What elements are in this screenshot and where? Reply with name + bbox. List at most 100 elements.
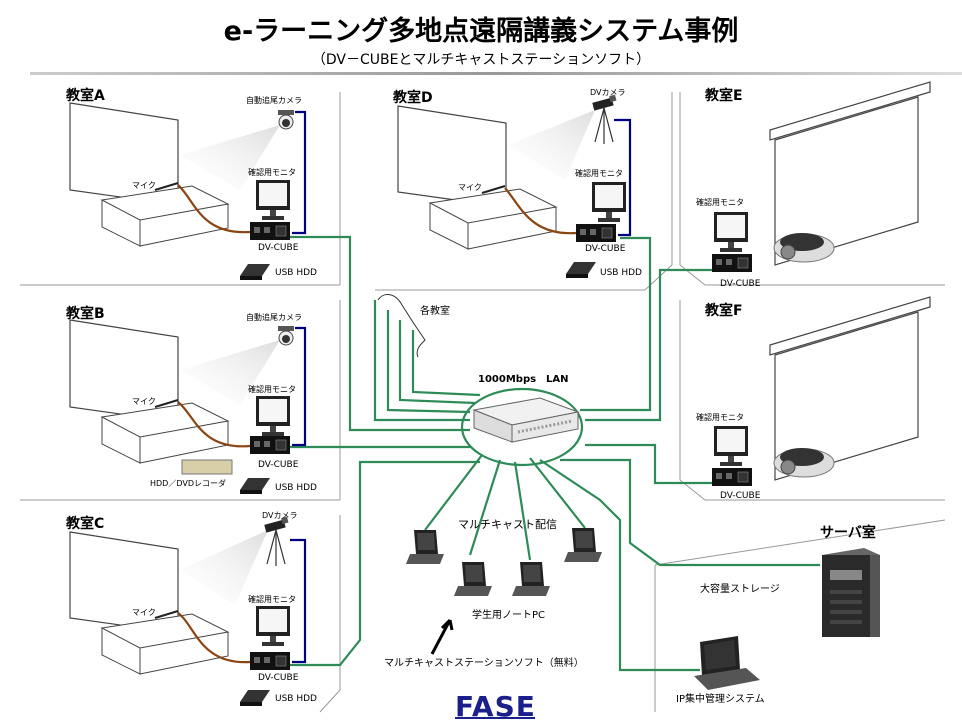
room-d: 教室D DVカメラ 確認用モニタ マイク DV-CUBE USB HDD (393, 88, 642, 278)
room-a-dvcube-icon (249, 221, 291, 241)
mic-icon (154, 399, 179, 408)
room-b-dvcube-icon (249, 435, 291, 455)
mic-icon (154, 610, 179, 619)
room-d-video-cable (614, 118, 632, 237)
server-room: サーバ室 大容量ストレージ IP集中管理システム (676, 524, 880, 705)
room-b-mic-cable (177, 401, 251, 448)
lan-label: 1000Mbps LAN (478, 374, 569, 385)
student-laptops-label: 学生用ノートPC (472, 608, 545, 621)
auto-tracking-camera-icon (277, 325, 295, 346)
room-b-video-cable (292, 326, 307, 447)
room-d-title: 教室D (393, 89, 433, 106)
room-c-mic-cable (177, 612, 251, 664)
room-e: 教室E 確認用モニタ DV-CUBE (696, 81, 931, 289)
room-d-camera-label: DVカメラ (590, 88, 626, 97)
room-a-usb-hdd-icon (240, 264, 270, 280)
laptop-icon (406, 530, 444, 564)
room-a-usb-hdd-label: USB HDD (275, 268, 317, 278)
network-hub: 各教室 1000Mbps LAN (377, 294, 584, 467)
room-b-usb-hdd-icon (240, 478, 270, 494)
multicast-label: マルチキャスト配信 (458, 518, 557, 531)
software-pointer-arrow (430, 618, 454, 655)
room-b-camera-label: 自動追尾カメラ (246, 312, 302, 322)
room-f: 教室F 確認用モニタ DV-CUBE (696, 296, 931, 501)
laptop-icon (512, 562, 550, 596)
room-e-monitor-label: 確認用モニタ (696, 197, 744, 207)
room-b-title: 教室B (66, 305, 105, 322)
room-c-usb-hdd-icon (240, 690, 270, 706)
room-c-dvcube-icon (249, 651, 291, 671)
room-d-mic-cable (504, 187, 577, 235)
room-c-title: 教室C (66, 515, 104, 532)
laptops-group: マルチキャスト配信 学生用ノートPC マルチキャストステーションソフト（無料） (384, 518, 602, 669)
room-c-mic-label: マイク (132, 608, 156, 617)
room-b-mic-label: マイク (132, 397, 156, 406)
room-a: 教室A 自動追尾カメラ 確認用モニタ マイク DV-CUBE USB HDD (66, 87, 317, 280)
title-group: e-ラーニング多地点遠隔講義システム事例 （DV－CUBEとマルチキャストステー… (30, 15, 962, 75)
room-c-camera-beam (180, 530, 268, 605)
recorder-icon (181, 459, 233, 475)
room-walls (20, 92, 946, 713)
page-subtitle: （DV－CUBEとマルチキャストステーションソフト） (312, 52, 650, 68)
room-e-dvcube-label: DV-CUBE (720, 279, 761, 289)
room-a-desk (100, 185, 230, 247)
room-b-monitor-icon (256, 396, 290, 436)
room-c-dvcube-label: DV-CUBE (258, 673, 299, 683)
room-f-monitor-label: 確認用モニタ (696, 412, 744, 422)
storage-label: 大容量ストレージ (700, 582, 780, 595)
room-f-screen (769, 296, 931, 481)
room-e-monitor-icon (714, 212, 748, 252)
mic-icon (481, 185, 506, 194)
room-b-recorder-label: HDD／DVDレコーダ (150, 478, 226, 488)
room-f-monitor-icon (714, 426, 748, 466)
each-classroom-brace (377, 294, 426, 358)
room-a-dvcube-label: DV-CUBE (258, 243, 299, 253)
room-c-usb-hdd-label: USB HDD (275, 694, 317, 704)
dv-camera-icon (591, 94, 618, 145)
room-a-video-cable (292, 110, 307, 235)
fase-logo: FASE (455, 690, 536, 722)
room-a-camera-label: 自動追尾カメラ (246, 95, 302, 105)
room-a-monitor-label: 確認用モニタ (248, 167, 296, 177)
auto-tracking-camera-icon (277, 109, 295, 130)
room-d-monitor-icon (592, 182, 626, 222)
room-c: 教室C DVカメラ 確認用モニタ マイク DV-CUBE USB HDD (66, 511, 317, 706)
ip-management-label: IP集中管理システム (676, 692, 765, 705)
room-a-screen (69, 102, 179, 206)
server-room-title: サーバ室 (820, 524, 876, 541)
room-d-dvcube-icon (575, 223, 617, 243)
room-d-screen (397, 105, 507, 208)
room-b-usb-hdd-label: USB HDD (275, 483, 317, 493)
room-a-camera-beam (180, 125, 280, 190)
storage-server-icon (822, 548, 880, 637)
page-title: e-ラーニング多地点遠隔講義システム事例 (224, 15, 739, 47)
room-d-monitor-label: 確認用モニタ (575, 168, 623, 178)
room-b-camera-beam (180, 340, 280, 405)
multicast-software-label: マルチキャストステーションソフト（無料） (384, 656, 584, 669)
each-classroom-label: 各教室 (420, 304, 450, 317)
room-a-monitor-icon (256, 180, 290, 220)
room-f-dvcube-icon (711, 467, 753, 487)
room-a-mic-label: マイク (132, 181, 156, 190)
room-b-dvcube-label: DV-CUBE (258, 460, 299, 470)
lan-cabling (290, 235, 820, 672)
room-b-monitor-label: 確認用モニタ (248, 384, 296, 394)
room-e-screen (769, 81, 931, 266)
room-d-dvcube-label: DV-CUBE (585, 244, 626, 254)
laptop-icon (454, 562, 492, 596)
room-b-screen (69, 319, 179, 423)
room-b: 教室B 自動追尾カメラ 確認用モニタ マイク DV-CUBE HDD／DVDレコ… (66, 305, 317, 494)
room-f-title: 教室F (705, 302, 743, 319)
room-a-title: 教室A (66, 87, 105, 104)
room-c-camera-label: DVカメラ (262, 511, 298, 520)
room-d-desk (428, 188, 558, 250)
room-e-dvcube-icon (711, 253, 753, 273)
fase-logo-text: FASE (455, 690, 536, 722)
lan-ellipse (460, 387, 584, 467)
mic-icon (154, 182, 179, 191)
room-c-desk (100, 613, 230, 675)
room-c-monitor-icon (256, 606, 290, 646)
switch-hub-icon (472, 397, 580, 443)
room-f-dvcube-label: DV-CUBE (720, 491, 761, 501)
room-d-mic-label: マイク (458, 183, 482, 192)
